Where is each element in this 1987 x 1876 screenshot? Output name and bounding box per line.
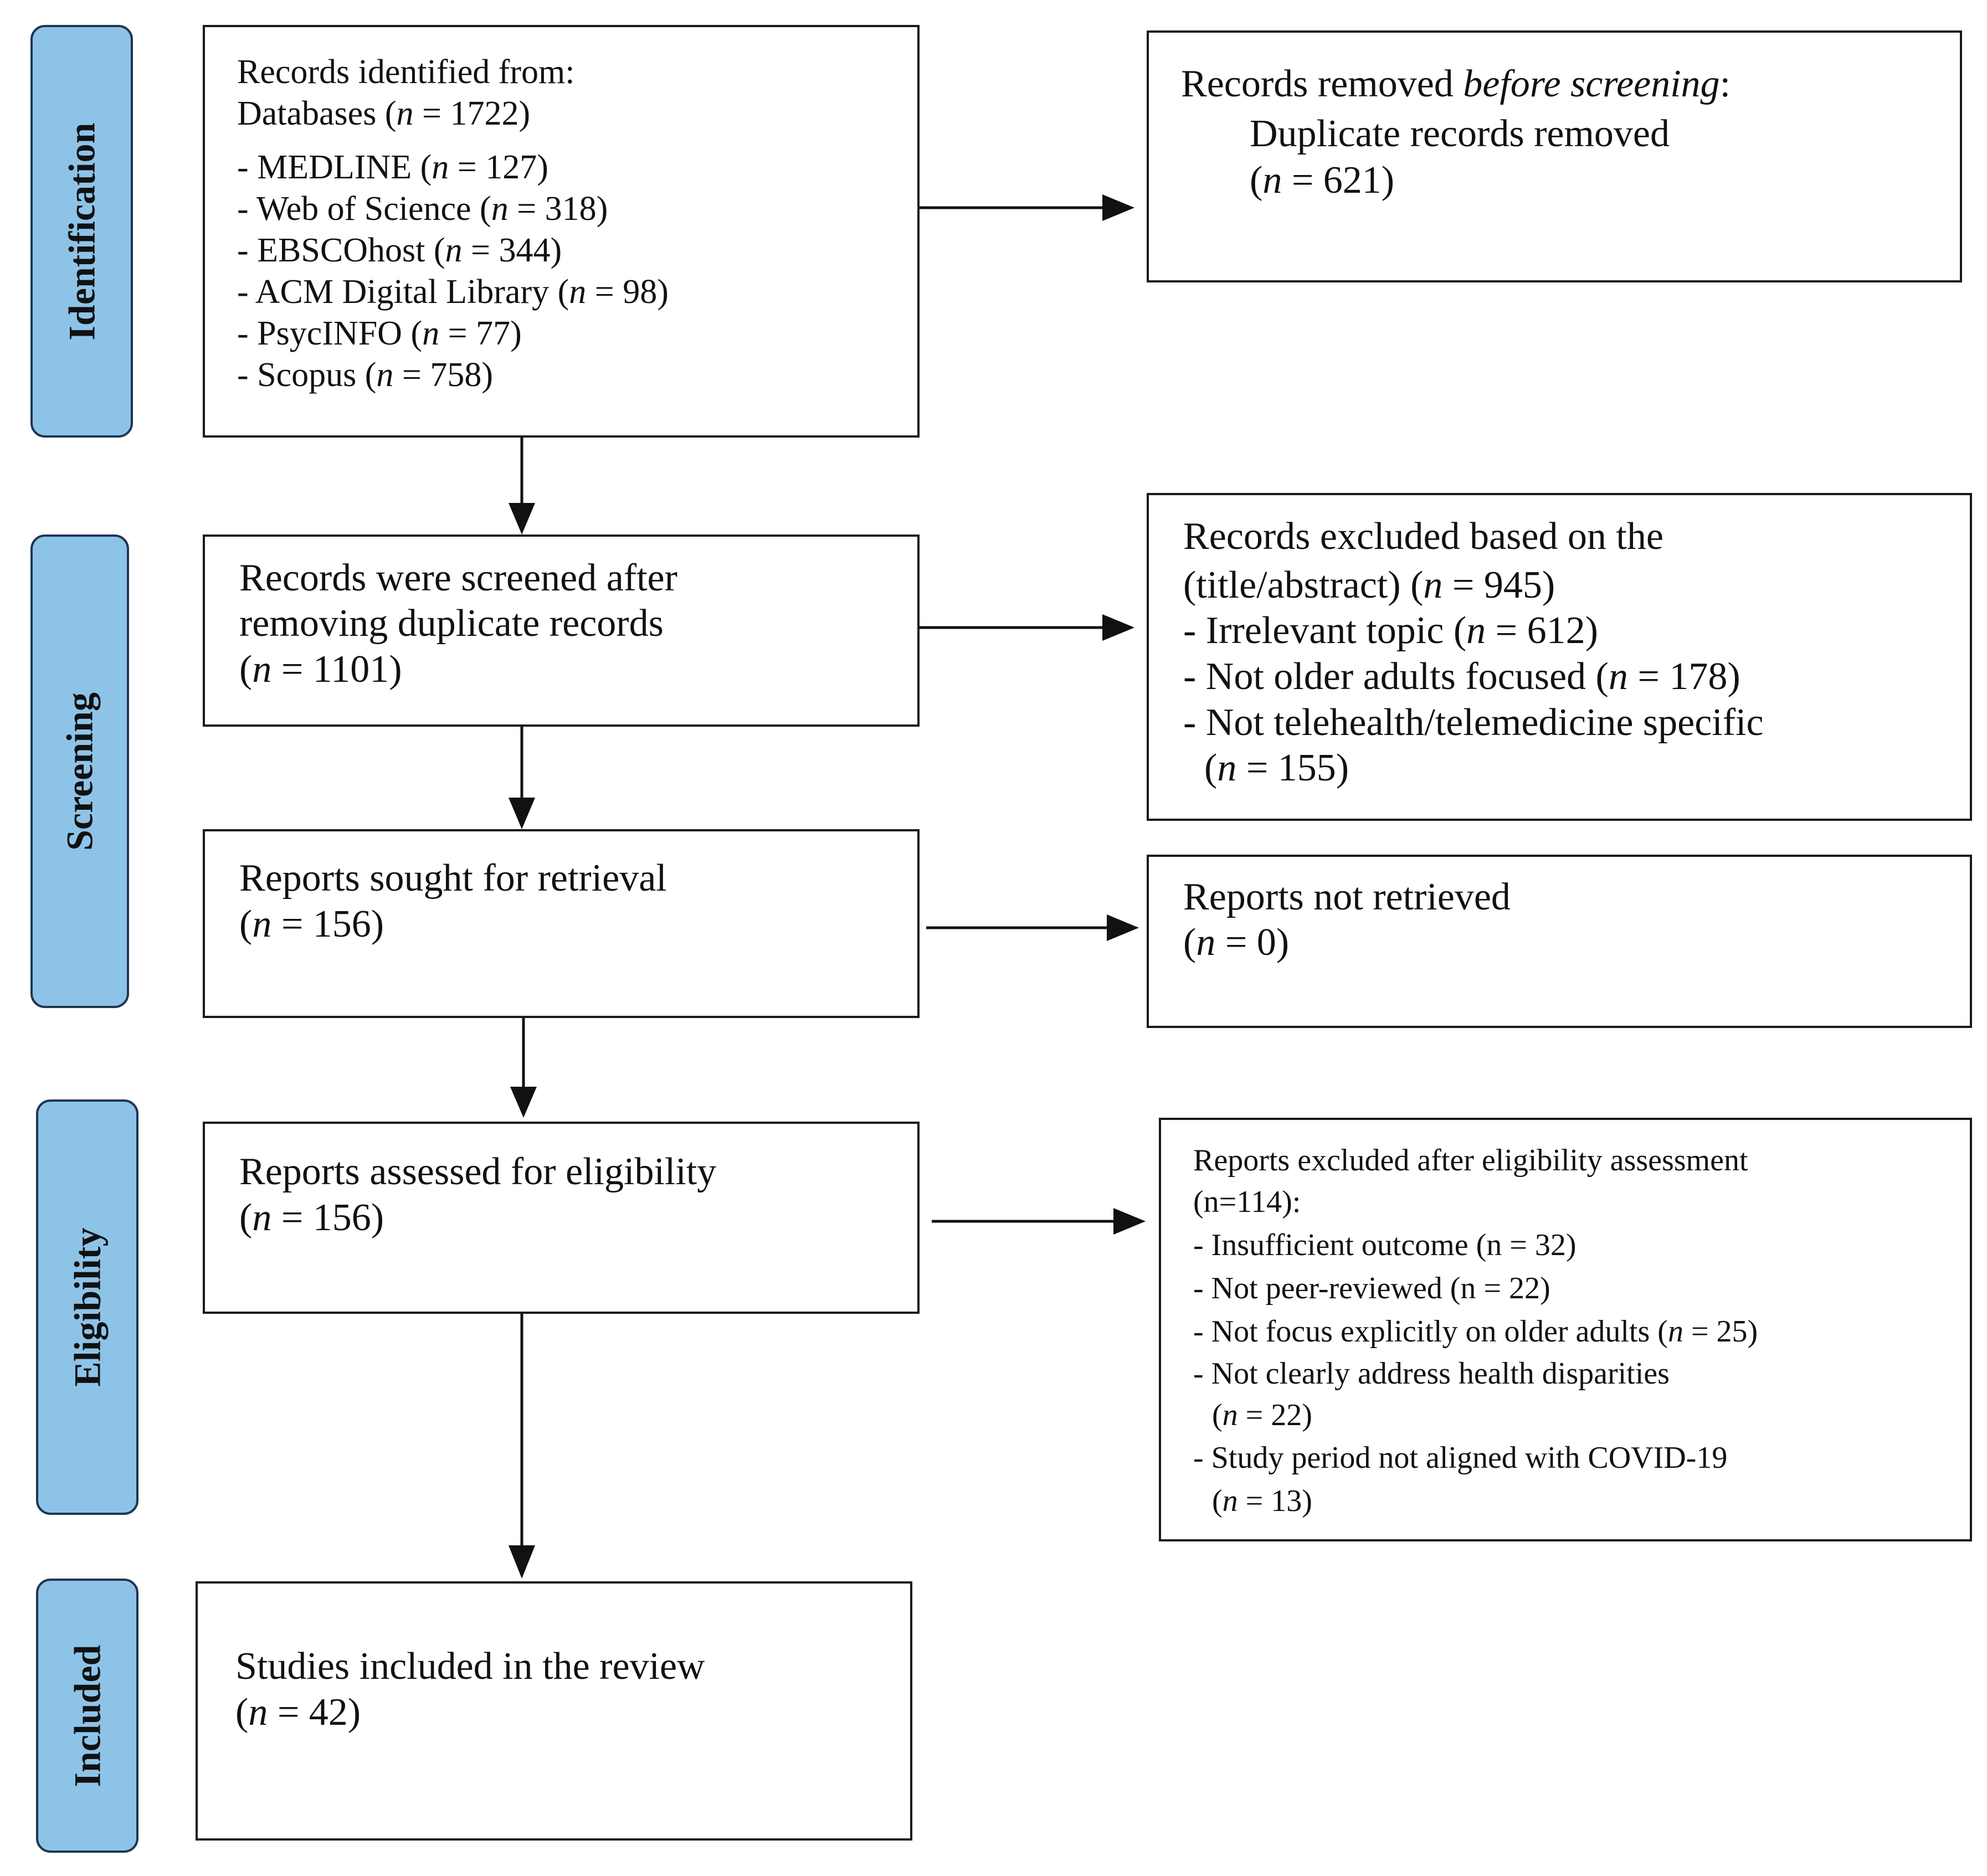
elig-excluded-disparities: - Not clearly address health disparities [1193, 1356, 1670, 1391]
elig-excluded-period: - Study period not aligned with COVID-19 [1193, 1441, 1728, 1475]
source-web-of-science: - Web of Science (n = 318) [237, 190, 608, 228]
reports-assessed-box: Reports assessed for eligibility (n = 15… [203, 1122, 920, 1314]
records-screened-box: Records were screened after removing dup… [203, 534, 920, 727]
excluded-not-telehealth-count: (n = 155) [1204, 747, 1349, 789]
arrowhead [509, 1545, 535, 1579]
reports-sought-box: Reports sought for retrieval (n = 156) [203, 829, 920, 1018]
records-identified-box: Records identified from: Databases (n = … [203, 25, 920, 438]
screened-count: (n = 1101) [239, 648, 402, 691]
excluded-line1: Records excluded based on the [1183, 515, 1663, 558]
elig-excluded-title: Reports excluded after eligibility asses… [1193, 1143, 1748, 1178]
elig-excluded-insufficient: - Insufficient outcome (n = 32) [1193, 1228, 1577, 1262]
stage-identification: Identification [30, 25, 133, 438]
elig-excluded-disparities-count: (n = 22) [1212, 1398, 1312, 1432]
records-identified-title: Records identified from: [237, 53, 575, 91]
databases-total: Databases (n = 1722) [237, 95, 531, 132]
not-retrieved-label: Reports not retrieved [1183, 876, 1511, 918]
arrowhead [509, 798, 535, 829]
source-scopus: - Scopus (n = 758) [237, 356, 494, 394]
not-retrieved-count: (n = 0) [1183, 921, 1290, 964]
screened-line2: removing duplicate records [239, 602, 664, 645]
excluded-not-older-adults: - Not older adults focused (n = 178) [1183, 655, 1740, 698]
duplicates-removed-label: Duplicate records removed [1250, 112, 1670, 155]
elig-excluded-total: (n=114): [1193, 1185, 1301, 1219]
records-removed-title: Records removed before screening: [1181, 63, 1731, 105]
arrowhead [1102, 614, 1134, 641]
arrowhead [1113, 1208, 1146, 1235]
duplicates-removed-count: (n = 621) [1250, 159, 1395, 202]
elig-excluded-period-count: (n = 13) [1212, 1484, 1312, 1518]
arrowhead [1107, 914, 1139, 941]
excluded-not-telehealth: - Not telehealth/telemedicine specific [1183, 701, 1764, 744]
screened-line1: Records were screened after [239, 557, 677, 599]
arrowhead [510, 1087, 537, 1118]
studies-included-box: Studies included in the review (n = 42) [196, 1581, 912, 1841]
sought-count: (n = 156) [239, 903, 384, 945]
reports-excluded-eligibility-box: Reports excluded after eligibility asses… [1159, 1118, 1972, 1541]
source-acm-digital-library: - ACM Digital Library (n = 98) [237, 273, 669, 311]
stage-included: Included [36, 1579, 138, 1853]
source-medline: - MEDLINE (n = 127) [237, 148, 548, 186]
excluded-irrelevant: - Irrelevant topic (n = 612) [1183, 609, 1598, 652]
arrowhead [509, 503, 535, 534]
included-count: (n = 42) [235, 1691, 361, 1734]
elig-excluded-not-older-adults: - Not focus explicitly on older adults (… [1193, 1314, 1758, 1349]
source-psycinfo: - PsycINFO (n = 77) [237, 315, 522, 352]
source-ebscohost: - EBSCOhost (n = 344) [237, 232, 562, 269]
arrowhead [1102, 194, 1134, 221]
excluded-total: (title/abstract) (n = 945) [1183, 564, 1555, 607]
included-label: Studies included in the review [235, 1645, 705, 1688]
records-removed-box: Records removed before screening: Duplic… [1147, 30, 1962, 282]
assessed-count: (n = 156) [239, 1196, 384, 1239]
reports-not-retrieved-box: Reports not retrieved (n = 0) [1147, 855, 1972, 1028]
stage-eligibility: Eligibility [36, 1099, 138, 1515]
stage-screening: Screening [30, 534, 129, 1008]
elig-excluded-not-peer-reviewed: - Not peer-reviewed (n = 22) [1193, 1271, 1550, 1306]
sought-label: Reports sought for retrieval [239, 857, 667, 900]
assessed-label: Reports assessed for eligibility [239, 1150, 717, 1193]
records-excluded-box: Records excluded based on the (title/abs… [1147, 493, 1972, 821]
